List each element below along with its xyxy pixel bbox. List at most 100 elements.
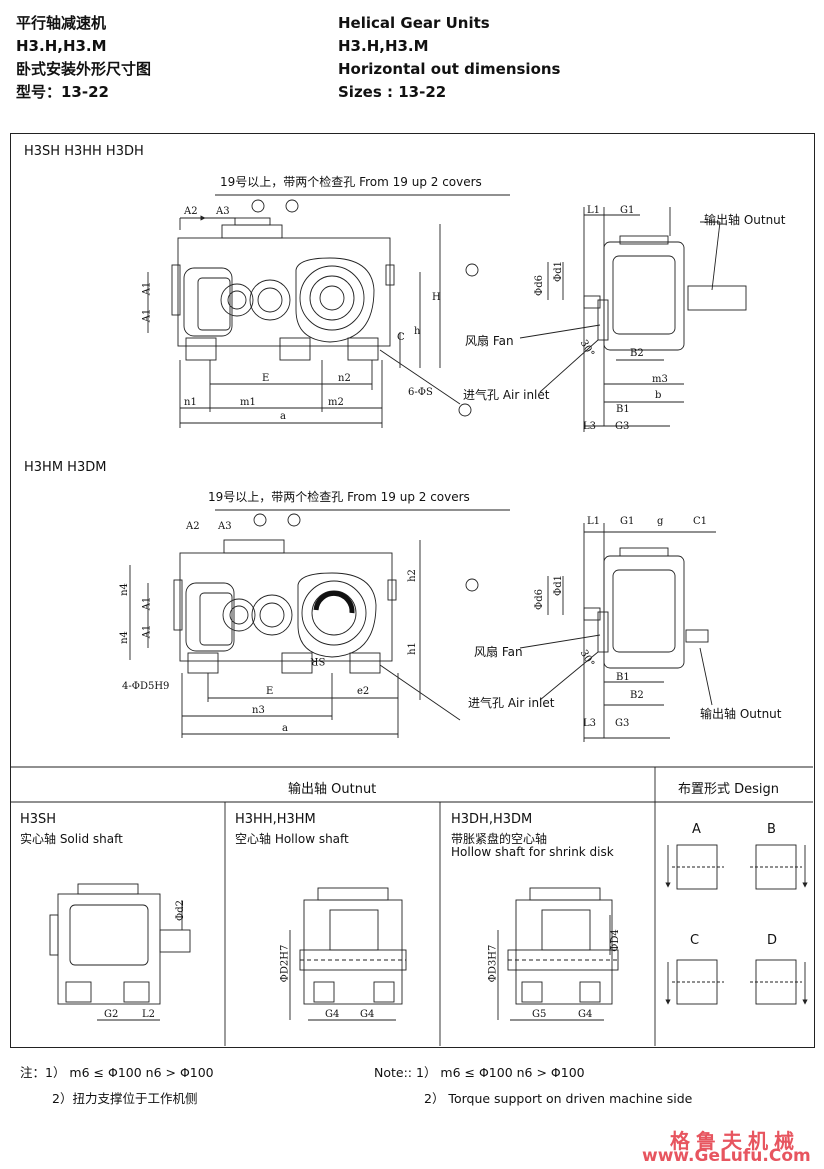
header-en-line1: Helical Gear Units	[338, 14, 490, 32]
hollow-shaft-drawing	[289, 887, 407, 1021]
s2-fan-label: 风扇 Fan	[474, 645, 523, 659]
s2-dim-g: g	[657, 516, 664, 527]
shaft-dim-G4c: G4	[578, 1009, 593, 1020]
s2-dim-A1a: A1	[141, 596, 153, 611]
s2-dim-B2: B2	[630, 690, 644, 701]
s2-dim-C1: C1	[693, 516, 708, 527]
s1-covers-note: 19号以上，带两个检查孔 From 19 up 2 covers	[220, 175, 482, 189]
s1-dim-n1: n1	[184, 397, 197, 408]
design-C: C	[690, 933, 700, 948]
s2-side-view	[519, 523, 716, 742]
s2-dim-B1: B1	[616, 672, 630, 683]
s1-dim-d6: Φd6	[533, 275, 545, 296]
s1-dim-H: H	[432, 292, 441, 303]
shaft-dim-D3: ΦD3H7	[487, 944, 499, 983]
s1-dim-S: 6-ΦS	[408, 387, 433, 398]
s1-dim-m2: m2	[328, 397, 344, 408]
design-D: D	[767, 933, 778, 948]
s2-dim-E: E	[266, 686, 274, 697]
header-en-line3: Horizontal out dimensions	[338, 60, 561, 78]
shaft-dim-D2: ΦD2H7	[279, 944, 291, 983]
header-en-line2: H3.H,H3.M	[338, 37, 429, 55]
header-en-line4: Sizes : 13-22	[338, 83, 447, 101]
s1-dim-m3: m3	[652, 374, 668, 385]
shaft-dim-G5: G5	[532, 1009, 547, 1020]
s1-dim-b: b	[655, 390, 662, 401]
s1-dim-n2: n2	[338, 373, 351, 384]
s1-dim-a: a	[280, 411, 286, 422]
s1-front-view	[147, 194, 510, 428]
s1-dim-L1: L1	[587, 205, 601, 216]
s2-dim-h2: h2	[406, 569, 418, 582]
note-cn-1: 注：1） m6 ≤ Φ100 n6 > Φ100	[20, 1065, 214, 1080]
s1-dim-A2: A2	[184, 206, 198, 217]
s2-dim-A2: A2	[186, 521, 200, 532]
design-B: B	[767, 822, 776, 837]
s1-fan-label: 风扇 Fan	[465, 334, 514, 348]
shaft-dim-L2: L2	[142, 1009, 156, 1020]
s1-dim-m1: m1	[240, 397, 256, 408]
col1-sub: 实心轴 Solid shaft	[20, 832, 123, 846]
s2-dim-h1: h1	[406, 642, 418, 655]
design-icons	[665, 844, 808, 1005]
s1-dim-C: C	[397, 332, 405, 343]
col1-title: H3SH	[20, 812, 57, 827]
col3-sub2: Hollow shaft for shrink disk	[451, 845, 614, 859]
s1-output-label: 输出轴 Outnut	[704, 213, 786, 227]
shaft-dim-G2: G2	[104, 1009, 119, 1020]
s2-air-label: 进气孔 Air inlet	[468, 696, 555, 710]
s1-side-view	[519, 207, 747, 432]
s2-title: H3HM H3DM	[24, 460, 107, 475]
col2-title: H3HH,H3HM	[235, 812, 316, 827]
note-cn-2: 2）扭力支撑位于工作机侧	[52, 1091, 198, 1106]
note-en-1: Note:: 1） m6 ≤ Φ100 n6 > Φ100	[374, 1065, 585, 1080]
s2-dim-n3: n3	[252, 705, 265, 716]
s1-dim-A3: A3	[216, 206, 230, 217]
s2-dim-D5: 4-ΦD5H9	[122, 681, 170, 692]
col2-sub: 空心轴 Hollow shaft	[235, 832, 349, 846]
s2-dim-d6: Φd6	[533, 589, 545, 610]
watermark-url: www.GeLufu.Com	[642, 1146, 811, 1166]
s2-covers-note: 19号以上，带两个检查孔 From 19 up 2 covers	[208, 490, 470, 504]
shaft-dim-d2: Φd2	[174, 900, 186, 921]
header-cn-line2: H3.H,H3.M	[16, 37, 107, 55]
s2-front-view	[129, 509, 510, 738]
s2-output-label: 输出轴 Outnut	[700, 707, 782, 721]
s2-dim-n4b: n4	[118, 631, 130, 644]
s2-dim-A1b: A1	[141, 624, 153, 639]
header-cn: 平行轴减速机 H3.H,H3.M 卧式安装外形尺寸图 型号：13-22	[16, 12, 151, 104]
header-cn-line4: 型号：13-22	[16, 83, 109, 101]
shaft-dim-G4b: G4	[360, 1009, 375, 1020]
solid-shaft-drawing	[49, 883, 191, 1021]
shrink-disk-shaft-drawing	[497, 887, 619, 1021]
s2-dim-L3: L3	[583, 718, 597, 729]
s2-dim-L1: L1	[587, 516, 601, 527]
s1-dim-E: E	[262, 373, 270, 384]
s2-dim-d1: Φd1	[552, 575, 564, 596]
s2-dim-a: a	[282, 723, 288, 734]
s1-title: H3SH H3HH H3DH	[24, 144, 144, 159]
shaft-dim-G4a: G4	[325, 1009, 340, 1020]
s1-dim-B1: B1	[616, 404, 630, 415]
design-A: A	[692, 822, 701, 837]
s2-dim-A3: A3	[218, 521, 232, 532]
note-en-2: 2） Torque support on driven machine side	[424, 1091, 693, 1106]
header-cn-line3: 卧式安装外形尺寸图	[16, 60, 152, 78]
s2-dim-G3: G3	[615, 718, 630, 729]
watermark-cn: 格鲁夫机械	[670, 1129, 800, 1153]
s1-dim-d1: Φd1	[552, 261, 564, 282]
drawing-frame	[10, 133, 815, 1048]
s2-dim-n4a: n4	[118, 583, 130, 596]
s1-dim-L3: L3	[583, 421, 597, 432]
s2-dim-SR: SR	[311, 655, 326, 666]
col3-sub1: 带胀紧盘的空心轴	[451, 832, 548, 846]
s1-dim-A1a: A1	[141, 281, 153, 296]
header-en: Helical Gear Units H3.H,H3.M Horizontal …	[338, 12, 561, 104]
s2-dim-e2: e2	[357, 686, 370, 697]
header-cn-line1: 平行轴减速机	[16, 14, 107, 32]
s1-dim-B2: B2	[630, 348, 644, 359]
s1-dim-A1b: A1	[141, 308, 153, 323]
s1-dim-h: h	[414, 326, 421, 337]
shaft-dim-D4: ΦD4	[609, 929, 621, 952]
